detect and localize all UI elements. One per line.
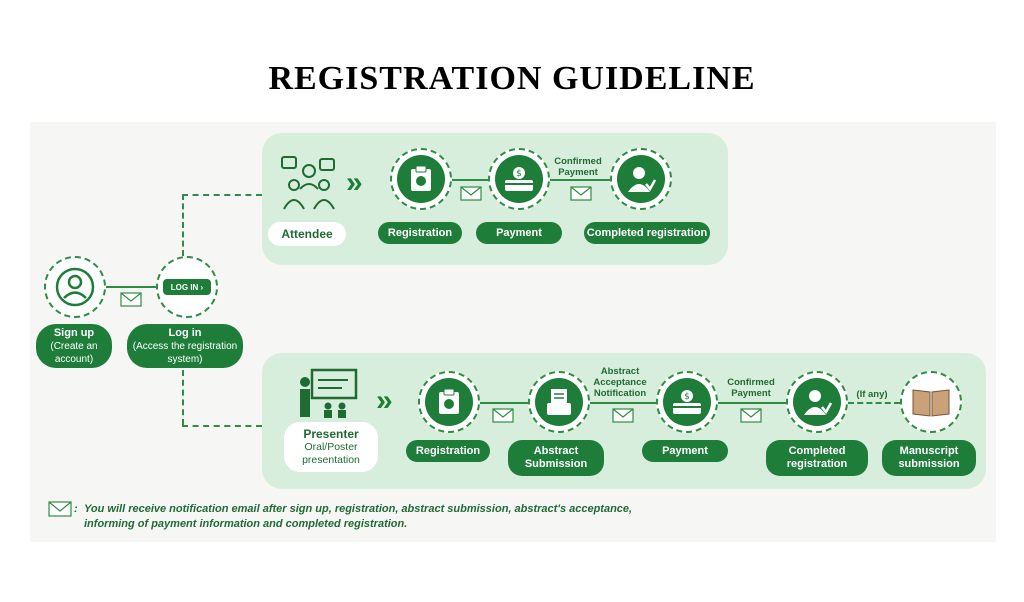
user-check-icon	[804, 390, 832, 415]
login-circle: LOG IN ›	[156, 256, 218, 318]
svg-text:$: $	[684, 392, 690, 402]
chevrons-icon: »	[346, 166, 363, 199]
attendee-confirmed-payment: Confirmed Payment	[554, 156, 602, 178]
att-line-1	[452, 179, 488, 181]
presenter-role-label: Presenter Oral/Poster presentation	[284, 422, 378, 472]
attendee-people-icon	[281, 156, 335, 210]
mail-icon	[460, 186, 482, 201]
chevrons-icon: »	[376, 384, 393, 417]
presenter-step-completed: Completed registration	[766, 440, 868, 476]
user-check-icon	[628, 167, 656, 192]
connector-down	[182, 370, 184, 425]
attendee-step-completed: Completed registration	[584, 222, 710, 244]
presenter-step-registration: Registration	[406, 440, 490, 462]
clipboard-icon	[411, 165, 431, 191]
pre-line-2	[590, 402, 656, 404]
login-button-label: LOG IN	[170, 282, 199, 292]
mail-icon	[492, 408, 514, 423]
signup-login-line	[106, 286, 156, 288]
note-line-1: You will receive notification email afte…	[84, 503, 633, 515]
att-line-2	[550, 179, 610, 181]
note-line-2: informing of payment information and com…	[84, 518, 408, 530]
presenter-completed-circle	[786, 371, 848, 433]
presenter-abstract-notification: Abstract Acceptance Notification	[593, 366, 647, 399]
svg-text:$: $	[516, 169, 522, 179]
mail-icon	[570, 186, 592, 201]
clipboard-icon	[439, 388, 459, 414]
pre-line-3	[718, 402, 786, 404]
payment-card-icon: $	[673, 390, 701, 414]
page-title: REGISTRATION GUIDELINE	[268, 60, 756, 97]
pre-line-1	[480, 402, 528, 404]
presenter-abstract-circle	[528, 371, 590, 433]
login-label: Log in (Access the registration system)	[127, 324, 243, 368]
presenter-payment-circle: $	[656, 371, 718, 433]
attendee-payment-circle: $	[488, 148, 550, 210]
book-icon	[912, 389, 950, 417]
connector-attendee	[182, 194, 262, 196]
presenter-manuscript-circle	[900, 371, 962, 433]
attendee-role-label: Attendee	[268, 222, 346, 246]
attendee-registration-circle	[390, 148, 452, 210]
presenter-step-manuscript: Manuscript submission	[882, 440, 976, 476]
mail-icon	[612, 408, 634, 423]
user-icon	[55, 267, 95, 307]
note-colon: :	[74, 503, 78, 515]
presenter-step-payment: Payment	[642, 440, 728, 462]
payment-card-icon: $	[505, 167, 533, 191]
mail-icon	[120, 292, 142, 307]
connector-presenter	[182, 425, 262, 427]
presenter-step-abstract: Abstract Submission	[508, 440, 604, 476]
document-folder-icon	[547, 389, 571, 415]
mail-icon	[740, 408, 762, 423]
attendee-step-payment: Payment	[476, 222, 562, 244]
signup-circle	[44, 256, 106, 318]
presenter-confirmed-payment: Confirmed Payment	[727, 377, 775, 399]
presenter-if-any: (If any)	[850, 389, 894, 400]
mail-icon	[48, 501, 72, 517]
login-button[interactable]: LOG IN ›	[163, 279, 211, 295]
attendee-completed-circle	[610, 148, 672, 210]
presenter-registration-circle	[418, 371, 480, 433]
attendee-step-registration: Registration	[378, 222, 462, 244]
signup-label: Sign up (Create an account)	[36, 324, 112, 368]
presenter-board-icon	[300, 368, 358, 418]
pre-line-4	[848, 402, 900, 404]
connector-up	[182, 194, 184, 256]
